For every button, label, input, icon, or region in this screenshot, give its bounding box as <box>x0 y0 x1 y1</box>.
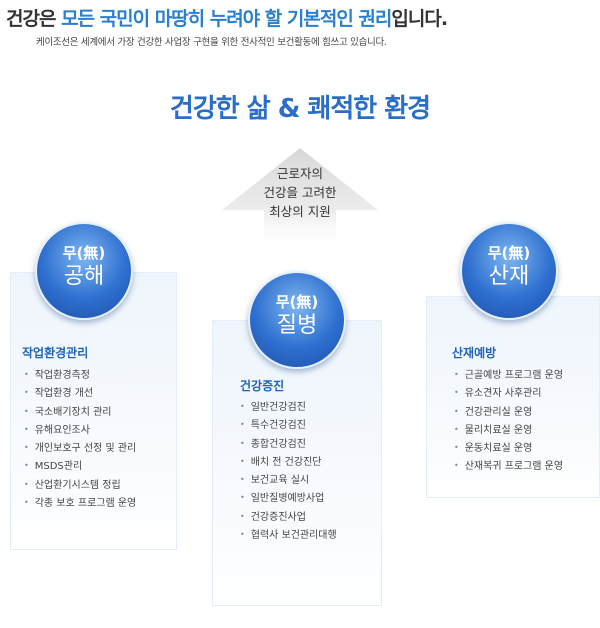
list-item: 작업환경측정 <box>24 366 136 384</box>
circle-no-accident: 무(無) 산재 <box>460 222 558 320</box>
list-item: 국소배기장치 관리 <box>24 403 136 421</box>
list-item: 각종 보호 프로그램 운영 <box>24 494 137 512</box>
arrow-text-line: 근로자의 <box>276 166 323 181</box>
list-item: 배치 전 건강진단 <box>240 453 337 471</box>
headline: 건강은 모든 국민이 마땅히 누려야 할 기본적인 권리입니다. <box>6 4 448 31</box>
list-item: 일반건강검진 <box>240 398 337 416</box>
list-item: 건강증진사업 <box>240 508 337 526</box>
list-item: 건강관리실 운영 <box>454 403 563 421</box>
list-item: 산업환기시스템 정립 <box>24 476 136 494</box>
list-health: 일반건강검진 특수건강검진 종합건강검진 배치 전 건강진단 보건교육 실시 일… <box>240 398 337 544</box>
arrow-text-line: 최상의 지원 <box>269 204 331 219</box>
list-item: 유소견자 사후관리 <box>454 384 563 402</box>
circle-label: 공해 <box>63 264 105 289</box>
list-item: 종합건강검진 <box>240 435 337 453</box>
arrow-text-line: 건강을 고려한 <box>263 185 337 200</box>
list-item: MSDS관리 <box>24 457 136 475</box>
circle-prefix: 무(無) <box>62 244 106 262</box>
headline-post: 입니다. <box>391 8 448 30</box>
circle-prefix: 무(無) <box>275 293 319 311</box>
headline-highlight: 모든 국민이 마땅히 누려야 할 기본적인 권리 <box>61 8 392 30</box>
list-accident: 근골예방 프로그램 운영 유소견자 사후관리 건강관리실 운영 물리치료실 운영… <box>454 366 563 476</box>
up-arrow-graphic <box>222 148 378 252</box>
list-item: 일반질병예방사업 <box>240 489 337 507</box>
list-item: 산재복귀 프로그램 운영 <box>454 457 563 475</box>
list-item: 협력사 보건관리대행 <box>240 526 337 544</box>
circle-prefix: 무(無) <box>487 244 531 262</box>
arrow-text: 근로자의 건강을 고려한 최상의 지원 <box>200 164 400 221</box>
circle-label: 산재 <box>488 264 530 289</box>
list-item: 근골예방 프로그램 운영 <box>454 366 563 384</box>
list-item: 유해요인조사 <box>24 421 136 439</box>
panel-title-accident: 산재예방 <box>452 346 497 360</box>
list-item: 물리치료실 운영 <box>454 421 563 439</box>
list-item: 특수건강검진 <box>240 416 337 434</box>
panel-title-environment: 작업환경관리 <box>22 346 89 360</box>
list-environment: 작업환경측정 작업환경 개선 국소배기장치 관리 유해요인조사 개인보호구 선정… <box>24 366 137 512</box>
list-item: 개인보호구 선정 및 관리 <box>24 439 137 457</box>
headline-pre: 건강은 <box>6 8 62 30</box>
list-item: 운동치료실 운영 <box>454 439 563 457</box>
main-title: 건강한 삶 & 쾌적한 환경 <box>169 94 431 124</box>
list-item: 보건교육 실시 <box>240 471 337 489</box>
panel-title-health: 건강증진 <box>240 379 285 393</box>
circle-no-disease: 무(無) 질병 <box>248 271 346 369</box>
circle-label: 질병 <box>276 313 318 338</box>
circle-no-pollution: 무(無) 공해 <box>35 222 133 320</box>
list-item: 작업환경 개선 <box>24 384 136 402</box>
subtitle: 케이조선은 세계에서 가장 건강한 사업장 구현을 위한 전사적인 보건활동에 … <box>36 37 387 48</box>
